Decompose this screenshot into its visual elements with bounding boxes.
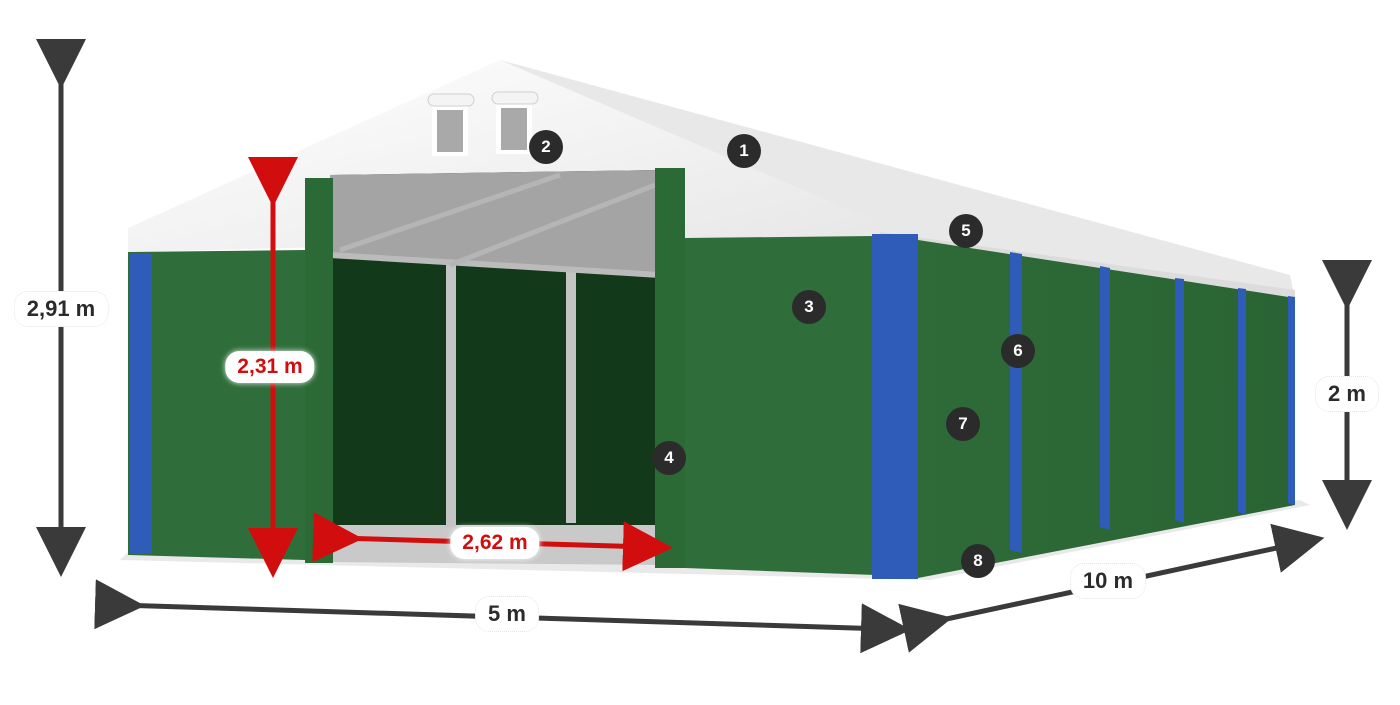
marker-5-eave: 5 <box>949 214 983 248</box>
door-ceiling <box>330 170 660 275</box>
door-width-label: 2,62 m <box>450 527 540 559</box>
front-wall-right <box>685 236 875 575</box>
length-label: 10 m <box>1069 563 1147 599</box>
gable-windows <box>427 91 539 156</box>
total-height-label: 2,91 m <box>13 291 109 327</box>
side-blue-straps <box>1010 252 1295 553</box>
marker-3-wall: 3 <box>792 290 826 324</box>
marker-8-ground-skirt: 8 <box>961 544 995 578</box>
marker-1-roof: 1 <box>727 134 761 168</box>
door-height-label: 2,31 m <box>225 351 315 383</box>
wall-height-label: 2 m <box>1315 376 1379 412</box>
marker-7-side-wall: 7 <box>946 407 980 441</box>
marker-2-gable-window: 2 <box>529 130 563 164</box>
front-blue-strap-left <box>130 254 152 554</box>
marker-6-blue-strap: 6 <box>1001 334 1035 368</box>
marker-4-door-zipper: 4 <box>652 441 686 475</box>
roof-side <box>500 60 1295 300</box>
front-blue-strap-corner <box>872 234 918 579</box>
width-label: 5 m <box>475 596 539 632</box>
front-wall-left <box>128 250 305 560</box>
door-curtain-right <box>655 168 685 568</box>
